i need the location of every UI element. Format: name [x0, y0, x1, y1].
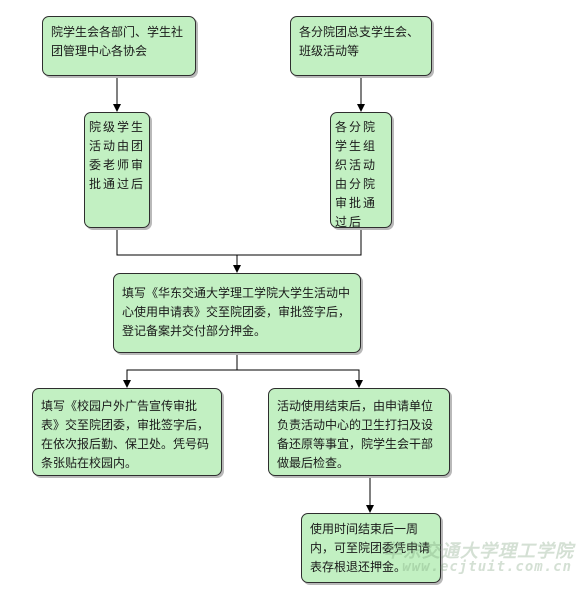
node-label: 活动使用结束后，由申请单位负责活动中心的卫生打扫及设备还原等事宜，院学生会干部做…: [277, 399, 434, 470]
connector-n3-merge: [116, 228, 237, 256]
node-fill-outdoor-ad-form: 填写《校园户外广告宣传审批表》交至院团委，审批签字后，在依次报后勤、保卫处。凭号…: [32, 388, 222, 476]
node-deposit-refund: 使用时间结束后一周内，可至院团委凭申请表存根退还押金。: [301, 513, 441, 583]
node-post-use-cleanup: 活动使用结束后，由申请单位负责活动中心的卫生打扫及设备还原等事宜，院学生会干部做…: [268, 388, 450, 476]
connector-split-n6: [123, 369, 237, 388]
node-student-union-departments: 院学生会各部门、学生社团管理中心各协会: [42, 16, 196, 76]
node-branch-level-approval: 各分院学生组织活动由分院审批通过后: [330, 112, 392, 228]
node-label: 使用时间结束后一周内，可至院团委凭申请表存根退还押金。: [310, 522, 431, 574]
node-label: 院学生会各部门、学生社团管理中心各协会: [51, 25, 184, 58]
connector-split-n7: [237, 369, 363, 388]
node-label: 院级学生活动由团委老师审批通过后: [89, 120, 146, 191]
node-label: 填写《华东交通大学理工学院大学生活动中心使用申请表》交至院团委，审批签字后，登记…: [122, 286, 351, 338]
node-label: 各分院团总支学生会、班级活动等: [299, 25, 420, 58]
node-label: 各分院学生组织活动由分院审批通过后: [335, 120, 378, 228]
node-fill-activity-center-form: 填写《华东交通大学理工学院大学生活动中心使用申请表》交至院团委，审批签字后，登记…: [113, 273, 361, 353]
node-label: 填写《校园户外广告宣传审批表》交至院团委，审批签字后，在依次报后勤、保卫处。凭号…: [41, 399, 210, 470]
connector-n4-merge: [237, 228, 362, 256]
node-branch-league-activities: 各分院团总支学生会、班级活动等: [290, 16, 432, 76]
node-college-level-approval: 院级学生活动由团委老师审批通过后: [84, 112, 150, 228]
